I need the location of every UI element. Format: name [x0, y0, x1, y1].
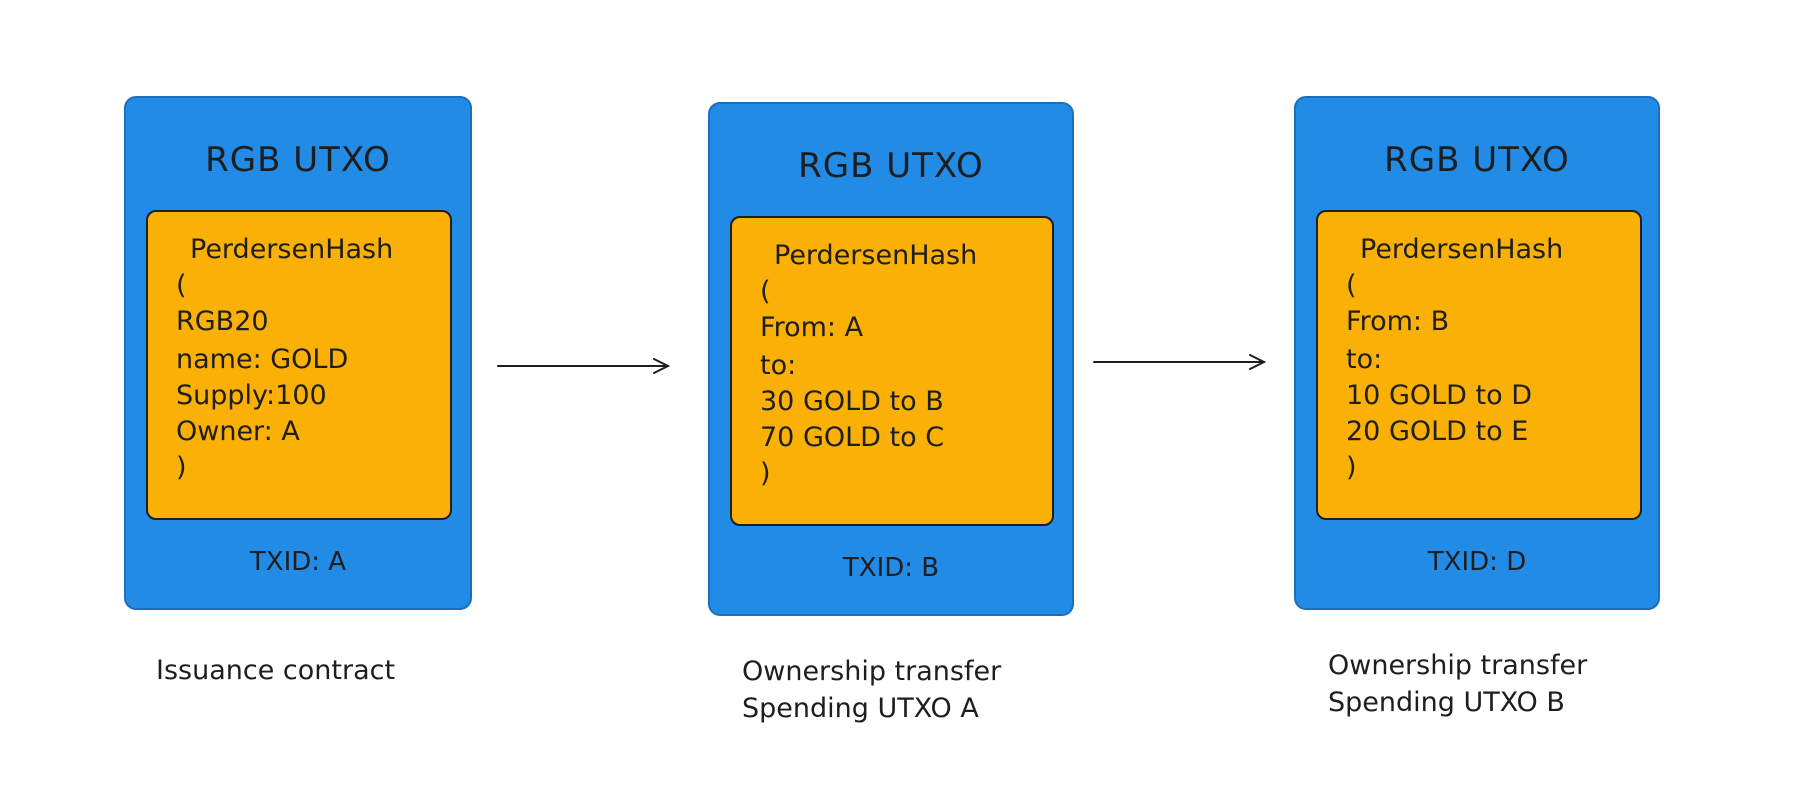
pedersen-hash-box: PerdersenHash ( RGB20 name: GOLD Supply:… [146, 210, 452, 520]
content-line: From: B [1346, 306, 1450, 337]
utxo-card-issuance: RGB UTXO PerdersenHash ( RGB20 name: GOL… [124, 96, 472, 610]
content-line: to: [1346, 344, 1383, 375]
utxo-title: RGB UTXO [205, 140, 391, 180]
content-line: ) [176, 452, 187, 483]
content-line: PerdersenHash [190, 234, 394, 265]
content-line: to: [760, 350, 797, 381]
caption-line: Spending UTXO B [1328, 687, 1565, 718]
content-line: name: GOLD [176, 344, 349, 375]
content-line: ) [760, 458, 771, 489]
content-line: 70 GOLD to C [760, 422, 945, 453]
content-line: 10 GOLD to D [1346, 380, 1533, 411]
content-line: PerdersenHash [774, 240, 978, 271]
content-line: Supply:100 [176, 380, 327, 411]
utxo-card-transfer-a: RGB UTXO PerdersenHash ( From: A to: 30 … [708, 102, 1074, 616]
content-line: ( [760, 276, 771, 307]
caption-line: Ownership transfer [1328, 650, 1588, 681]
caption-line: Ownership transfer [742, 656, 1002, 687]
caption-transfer-a: Ownership transfer Spending UTXO A [742, 653, 1001, 727]
caption-transfer-b: Ownership transfer Spending UTXO B [1328, 647, 1587, 721]
content-line: 30 GOLD to B [760, 386, 944, 417]
content-line: ( [1346, 270, 1357, 301]
content-line: From: A [760, 312, 864, 343]
content-line: 20 GOLD to E [1346, 416, 1529, 447]
utxo-card-transfer-b: RGB UTXO PerdersenHash ( From: B to: 10 … [1294, 96, 1660, 610]
content-line: Owner: A [176, 416, 300, 447]
content-line: ( [176, 270, 187, 301]
arrow-right-icon [497, 358, 671, 374]
txid-label: TXID: B [842, 553, 940, 583]
pedersen-hash-box: PerdersenHash ( From: A to: 30 GOLD to B… [730, 216, 1054, 526]
content-line: RGB20 [176, 306, 269, 337]
content-line: PerdersenHash [1360, 234, 1564, 265]
txid-label: TXID: D [1427, 547, 1527, 577]
caption-line: Spending UTXO A [742, 693, 979, 724]
utxo-title: RGB UTXO [798, 146, 984, 186]
utxo-title: RGB UTXO [1384, 140, 1570, 180]
content-line: ) [1346, 452, 1357, 483]
caption-issuance: Issuance contract [156, 652, 395, 689]
caption-line: Issuance contract [156, 655, 396, 686]
pedersen-hash-box: PerdersenHash ( From: B to: 10 GOLD to D… [1316, 210, 1642, 520]
txid-label: TXID: A [249, 547, 347, 577]
arrow-right-icon [1093, 354, 1267, 370]
